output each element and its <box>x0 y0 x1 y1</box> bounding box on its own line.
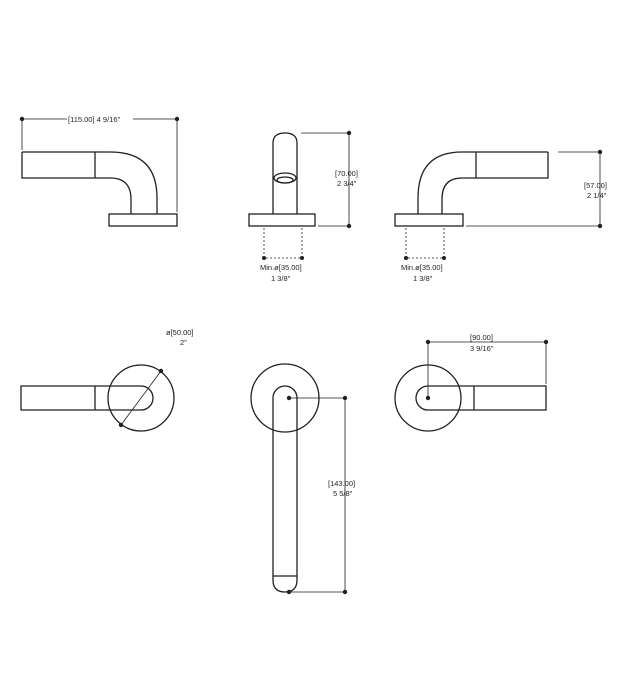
top-right-min-metric: Min.ø[35.00] <box>401 263 443 272</box>
top-right-min-imperial: 1 3/8" <box>413 274 433 283</box>
bottom-center-height-imperial: 5 5/8" <box>333 489 353 498</box>
top-left-side-view: [115.00] 4 9/16" <box>19 113 180 227</box>
top-center-min-imperial: 1 3/8" <box>271 274 291 283</box>
top-center-height-metric: [70.00] <box>335 169 358 178</box>
top-right-side-view: [57.00] 2 1/4" Min.ø[35.00] 1 3/8" <box>394 149 607 283</box>
bottom-left-diameter-imperial: 2" <box>180 338 187 347</box>
bottom-center-height-metric: [143.00] <box>328 479 355 488</box>
top-center-front-view: [70.00] 2 3/4" Min.ø[35.00] 1 3/8" <box>248 130 358 283</box>
bottom-left-plan-view: ø[50.00] 2" <box>20 328 194 432</box>
top-center-min-metric: Min.ø[35.00] <box>260 263 302 272</box>
bottom-right-plan-view: [90.00] 3 9/16" <box>394 333 549 432</box>
bottom-right-width-imperial: 3 9/16" <box>470 344 494 353</box>
bottom-center-plan-view: [143.00] 5 5/8" <box>250 363 355 595</box>
top-left-width-label: [115.00] 4 9/16" <box>68 115 121 124</box>
top-center-height-imperial: 2 3/4" <box>337 179 357 188</box>
bottom-left-diameter-metric: ø[50.00] <box>166 328 194 337</box>
top-right-height-imperial: 2 1/4" <box>587 191 607 200</box>
bottom-right-width-metric: [90.00] <box>470 333 493 342</box>
top-right-height-metric: [57.00] <box>584 181 607 190</box>
